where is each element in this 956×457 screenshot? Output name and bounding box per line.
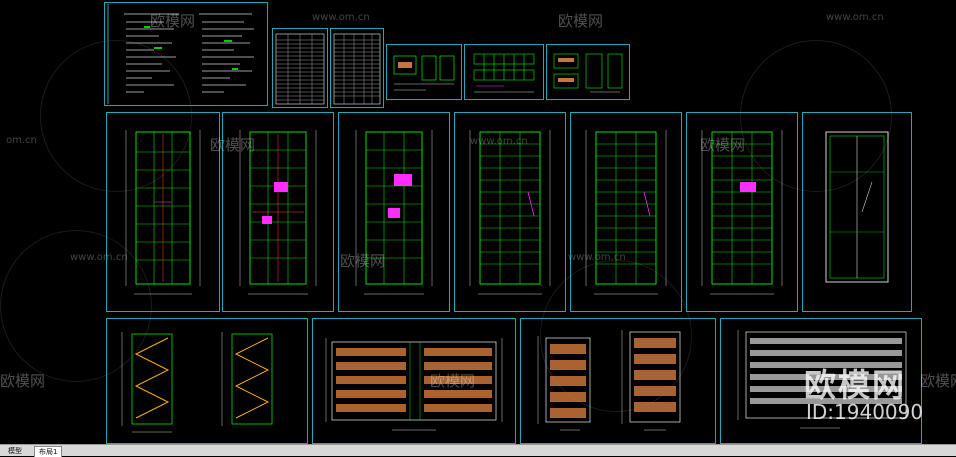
roof-plan-sheet: [802, 112, 912, 312]
detail-sheet-2: [464, 44, 544, 100]
layout-tab-bar: 模型 布局1: [0, 444, 956, 457]
floor-plan-sheet-5: [570, 112, 682, 312]
stair-section-sheet: [106, 318, 308, 444]
floor-plan-sheet-2: [222, 112, 334, 312]
cad-model-space[interactable]: 欧模网 www.om.cn 欧模网 www.om.cn om.cn 欧模网 ww…: [0, 0, 956, 444]
watermark-brand: 欧模网: [920, 372, 956, 390]
model-id-label: ID:1940090: [806, 400, 924, 424]
brand-logo-text: 欧模网: [804, 366, 907, 404]
floor-plan-sheet-4: [454, 112, 566, 312]
floor-plan-sheet-1: [106, 112, 220, 312]
watermark-url: om.cn: [6, 135, 37, 146]
side-elevation-sheet: [520, 318, 716, 444]
room-schedule-table: [330, 28, 384, 108]
watermark-url: www.om.cn: [826, 12, 884, 23]
floor-plan-sheet-6: [686, 112, 798, 312]
tab-layout1[interactable]: 布局1: [34, 446, 63, 457]
floor-plan-sheet-3: [338, 112, 450, 312]
door-window-schedule-table: [272, 28, 328, 108]
detail-sheet-1: [386, 44, 462, 100]
front-elevation-sheet: [312, 318, 516, 444]
design-notes-sheet: [104, 2, 268, 106]
rear-elevation-sheet: [720, 318, 922, 444]
watermark-url: www.om.cn: [312, 12, 370, 23]
watermark-brand: 欧模网: [0, 372, 46, 390]
watermark-brand: 欧模网: [558, 12, 604, 30]
detail-sheet-3: [546, 44, 630, 100]
tab-model[interactable]: 模型: [8, 447, 22, 455]
